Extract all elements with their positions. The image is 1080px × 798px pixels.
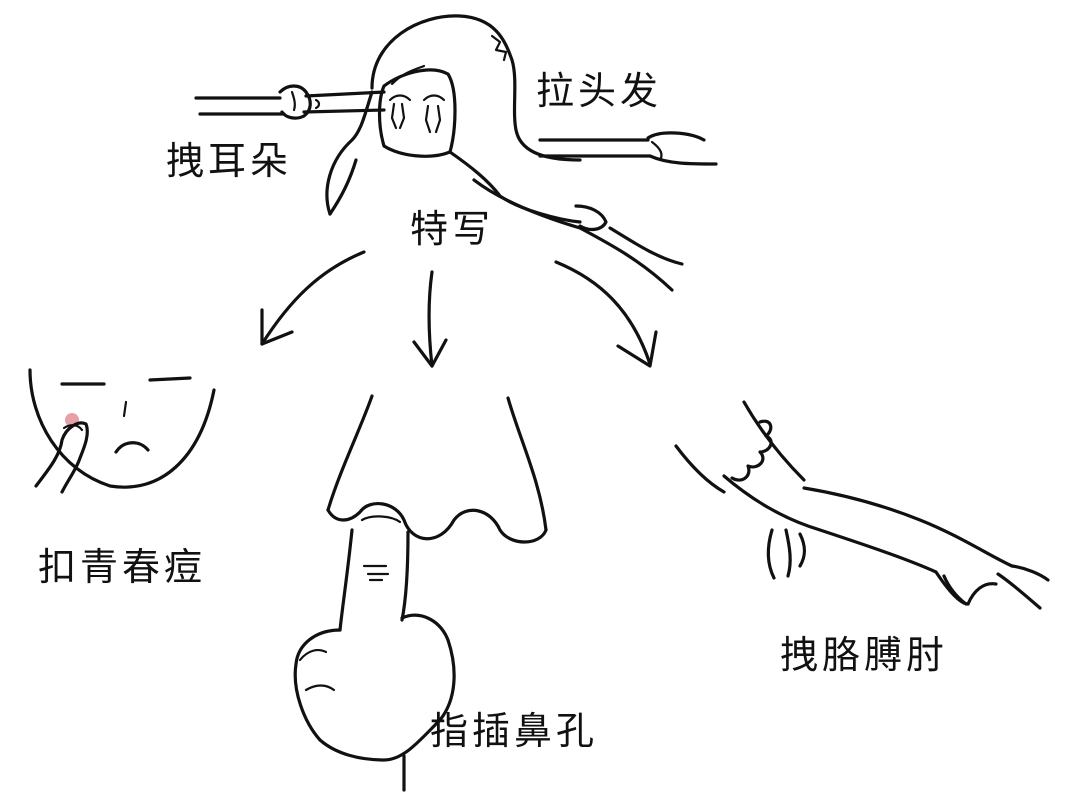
nose-closeup: [293, 394, 548, 792]
finger-right: [400, 530, 410, 622]
body-arm-upper: [608, 226, 684, 266]
left-pulling-arm: [194, 84, 386, 120]
nose-bottom: [326, 502, 548, 544]
pinching-fingers: [766, 528, 807, 580]
arrow-center-head: [412, 338, 448, 368]
body-arm-lower: [472, 178, 674, 292]
face-outline: [377, 68, 457, 158]
nose-left-side: [326, 394, 374, 512]
fist: [293, 613, 456, 762]
finger-nail: [360, 515, 402, 524]
nose: [122, 400, 128, 418]
right-pulling-arm: [538, 131, 718, 232]
label-pop-pimple: 扣青春痘: [38, 545, 207, 589]
label-pull-hair: 拉头发: [536, 69, 663, 113]
arrow-center: [427, 270, 434, 368]
frown-mouth: [114, 441, 150, 454]
sleeve-ruffle: [730, 419, 773, 482]
label-pinch-ear: 拽耳朵: [166, 139, 293, 183]
label-pinch-arm: 拽胳膊肘: [780, 633, 949, 677]
bangs: [390, 64, 426, 86]
arrow-right: [554, 260, 652, 366]
face-contour: [28, 368, 216, 489]
finger-left: [338, 528, 354, 632]
pinched-arm: [674, 400, 1050, 610]
pinching-hand: [34, 421, 89, 494]
arrow-left: [260, 250, 366, 346]
arm-lower-line: [722, 474, 970, 606]
left-hand: [278, 84, 312, 120]
nose-right-side: [506, 396, 548, 532]
label-pick-nose: 指插鼻孔: [430, 709, 599, 753]
hair-strand: [328, 158, 358, 216]
label-closeup: 特写: [410, 207, 495, 251]
hair-ahoge: [490, 34, 508, 62]
right-hand: [646, 131, 718, 166]
sleeve-left: [674, 444, 726, 494]
hand-fingers: [942, 564, 1050, 610]
arm-upper-line: [802, 486, 1014, 568]
pimple-face: [28, 368, 216, 494]
arrow-right-head: [616, 330, 658, 368]
arrow-left-head: [260, 308, 294, 346]
right-eyebrow: [148, 376, 192, 382]
crying-eyes: [388, 94, 446, 134]
crying-girl-figure: [325, 14, 684, 292]
arrows: [260, 250, 658, 368]
